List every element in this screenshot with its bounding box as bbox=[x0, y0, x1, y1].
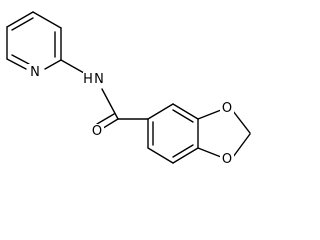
dioxole-lower-oxygen-label: O bbox=[220, 152, 234, 167]
atom-labels: N H N O O O bbox=[28, 64, 234, 167]
amide-nh-label: H N bbox=[83, 72, 105, 87]
bond bbox=[172, 109, 194, 123]
bond bbox=[172, 103, 199, 120]
pyridine-nitrogen-label: N bbox=[28, 64, 42, 80]
bond bbox=[32, 11, 62, 29]
bond bbox=[101, 88, 119, 120]
bond bbox=[96, 113, 115, 125]
atom-label: O bbox=[92, 124, 102, 139]
bond bbox=[6, 11, 34, 28]
atom-label-n: N bbox=[94, 72, 104, 87]
bond-lines bbox=[6, 11, 251, 164]
atom-label: O bbox=[222, 152, 232, 167]
bond bbox=[232, 133, 251, 158]
bond bbox=[197, 147, 222, 158]
bond bbox=[147, 103, 174, 120]
bond bbox=[172, 144, 194, 158]
carbonyl-oxygen-label: O bbox=[90, 124, 104, 139]
bond bbox=[11, 54, 30, 65]
bond bbox=[172, 147, 199, 164]
bond bbox=[197, 109, 222, 120]
bond bbox=[11, 17, 34, 31]
atom-label-h: H bbox=[83, 72, 93, 87]
bond bbox=[6, 58, 27, 70]
atom-label: O bbox=[222, 101, 232, 116]
bond bbox=[44, 59, 62, 70]
bond bbox=[60, 59, 85, 74]
dioxole-upper-oxygen-label: O bbox=[220, 101, 234, 116]
bond bbox=[147, 147, 174, 164]
structure-diagram: N H N O O O bbox=[6, 11, 251, 167]
atom-label: N bbox=[30, 65, 40, 80]
bond bbox=[232, 110, 251, 134]
